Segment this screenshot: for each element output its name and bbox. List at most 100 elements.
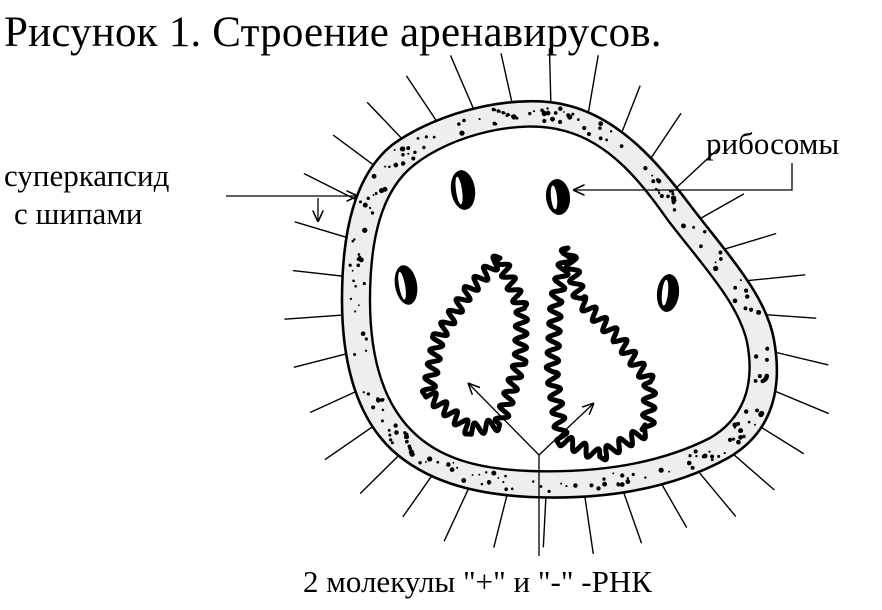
granule: [708, 450, 711, 453]
granule: [515, 116, 519, 120]
granule: [550, 116, 555, 122]
granule: [411, 156, 416, 161]
granule: [619, 482, 625, 487]
granule: [393, 423, 398, 428]
granule: [671, 197, 677, 203]
granule: [736, 439, 741, 445]
granule: [565, 485, 568, 488]
granule: [733, 285, 738, 290]
granule: [762, 377, 768, 383]
granule: [609, 130, 613, 133]
granule: [424, 135, 428, 139]
granule: [371, 405, 376, 410]
granule: [383, 187, 386, 191]
granule: [732, 422, 738, 428]
granule: [387, 428, 391, 432]
granule: [666, 194, 670, 199]
ribosome: [545, 179, 571, 215]
granule: [357, 304, 360, 307]
granule: [362, 202, 368, 208]
granule: [388, 165, 391, 169]
granule: [753, 354, 759, 359]
granule: [765, 346, 770, 351]
granule: [395, 163, 398, 167]
granule: [351, 269, 354, 272]
granule: [504, 474, 507, 478]
granule: [659, 193, 664, 199]
granule: [733, 426, 736, 429]
ribosome: [450, 170, 476, 210]
granule: [539, 485, 543, 488]
granule: [586, 131, 591, 137]
granule: [754, 423, 756, 426]
granule: [658, 467, 664, 473]
granule: [371, 173, 377, 179]
granule: [723, 451, 726, 455]
granule: [731, 437, 736, 441]
granule: [388, 433, 392, 437]
rna-molecules: [419, 245, 658, 463]
granule: [360, 331, 366, 337]
label-rna: 2 молекулы "+" и "-" -РНК: [303, 564, 652, 599]
ribosome: [394, 265, 418, 305]
granule: [449, 467, 455, 472]
granule: [644, 476, 647, 479]
granule: [370, 211, 375, 215]
granule: [462, 118, 466, 123]
granule: [504, 487, 508, 492]
granule: [695, 455, 698, 458]
granule: [356, 263, 361, 268]
granule: [358, 257, 364, 263]
granule: [404, 439, 409, 444]
granule: [353, 353, 357, 357]
granule: [738, 435, 743, 440]
granule: [484, 471, 488, 474]
granule: [602, 477, 606, 481]
granule: [656, 178, 660, 182]
granule: [352, 279, 355, 283]
granule: [531, 480, 535, 483]
granule: [732, 298, 738, 304]
granule: [542, 118, 547, 124]
rna-strand: [543, 245, 658, 463]
granule: [749, 307, 754, 312]
granule: [354, 310, 357, 313]
granule: [710, 454, 715, 459]
granule: [719, 257, 723, 261]
granule: [375, 397, 381, 403]
granule: [497, 477, 500, 479]
granule: [713, 265, 719, 272]
granule: [717, 454, 721, 458]
granule: [616, 482, 619, 485]
granule: [547, 489, 551, 493]
granule: [362, 281, 366, 286]
granule: [389, 438, 393, 442]
granule: [668, 190, 672, 193]
granule: [546, 107, 549, 110]
granule: [626, 477, 630, 480]
granule: [582, 125, 587, 131]
granule: [643, 165, 648, 171]
granule: [764, 357, 769, 362]
granule: [686, 460, 692, 466]
pointer-lines: [226, 163, 793, 556]
granule: [422, 145, 426, 150]
granule: [432, 135, 436, 139]
granule: [381, 408, 385, 412]
granule: [379, 188, 385, 194]
granule: [620, 473, 625, 478]
granule: [359, 200, 362, 204]
label-ribosomes: рибосомы: [706, 126, 840, 161]
granule: [351, 239, 355, 243]
granule: [478, 473, 481, 476]
granule: [366, 392, 371, 396]
granule: [625, 479, 631, 485]
granule: [494, 122, 498, 126]
granule: [558, 106, 563, 111]
rna-strand: [419, 253, 530, 437]
granule: [404, 432, 409, 437]
granule: [446, 462, 451, 467]
granule: [703, 230, 707, 234]
granule: [424, 461, 427, 463]
granule: [357, 253, 361, 256]
